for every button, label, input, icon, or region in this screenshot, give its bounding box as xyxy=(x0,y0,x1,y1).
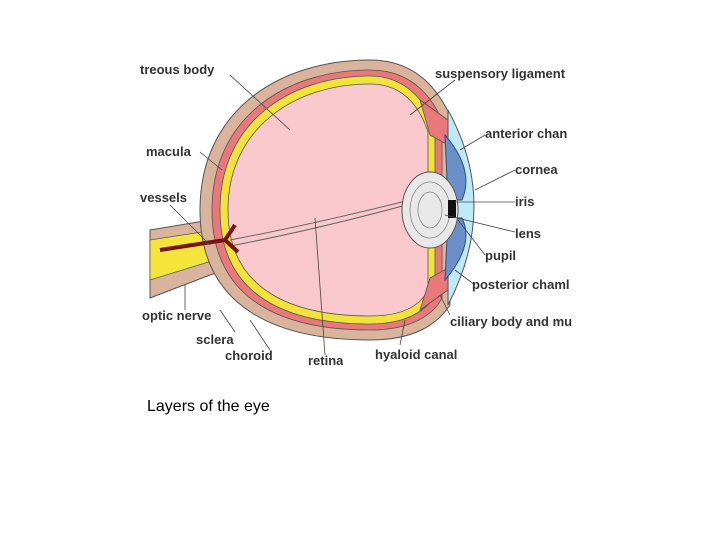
pupil xyxy=(448,200,456,218)
leader-line xyxy=(444,214,516,233)
leader-line xyxy=(229,74,291,131)
iris xyxy=(444,133,467,282)
label-cornea: cornea xyxy=(515,162,558,177)
label-iris: iris xyxy=(515,194,535,209)
lens-ring xyxy=(417,191,443,229)
leader-line xyxy=(454,269,476,286)
hyaloid-canal-inner xyxy=(229,203,411,247)
label-pupil: pupil xyxy=(485,248,517,263)
label-sclera: sclera xyxy=(196,332,234,347)
leader-line xyxy=(457,219,486,256)
leader-line xyxy=(169,204,211,246)
label-choroid: choroid xyxy=(225,348,273,363)
label-vitreous-body: treous body xyxy=(140,62,215,77)
eye-cross-section xyxy=(149,59,516,356)
leader-line xyxy=(199,151,223,171)
leader-line xyxy=(474,169,516,191)
label-retina: retina xyxy=(308,353,344,368)
label-vessels: vessels xyxy=(140,190,187,205)
eye-diagram: treous body macula vessels optic nerve s… xyxy=(130,40,580,380)
label-optic-nerve: optic nerve xyxy=(142,308,212,323)
leader-line xyxy=(314,217,326,356)
leader-line xyxy=(219,309,236,333)
label-lens: lens xyxy=(515,226,542,241)
label-macula: macula xyxy=(146,144,191,159)
leader-line xyxy=(249,319,271,351)
caption: Layers of the eye xyxy=(147,398,270,415)
leader-line xyxy=(439,294,451,316)
vitreous-body xyxy=(227,83,429,317)
lens xyxy=(401,171,459,249)
label-posterior-chamber: posterior chaml xyxy=(472,277,570,292)
label-hyaloid-canal: hyaloid canal xyxy=(375,347,458,362)
label-ciliary-body: ciliary body and mu xyxy=(450,314,573,329)
leader-line xyxy=(409,79,456,116)
label-anterior-chamber: anterior chan xyxy=(485,126,568,141)
vessel xyxy=(159,223,240,254)
leader-line xyxy=(459,134,486,151)
label-suspensory-ligament: suspensory ligament xyxy=(435,66,566,81)
leader-line xyxy=(399,319,406,346)
